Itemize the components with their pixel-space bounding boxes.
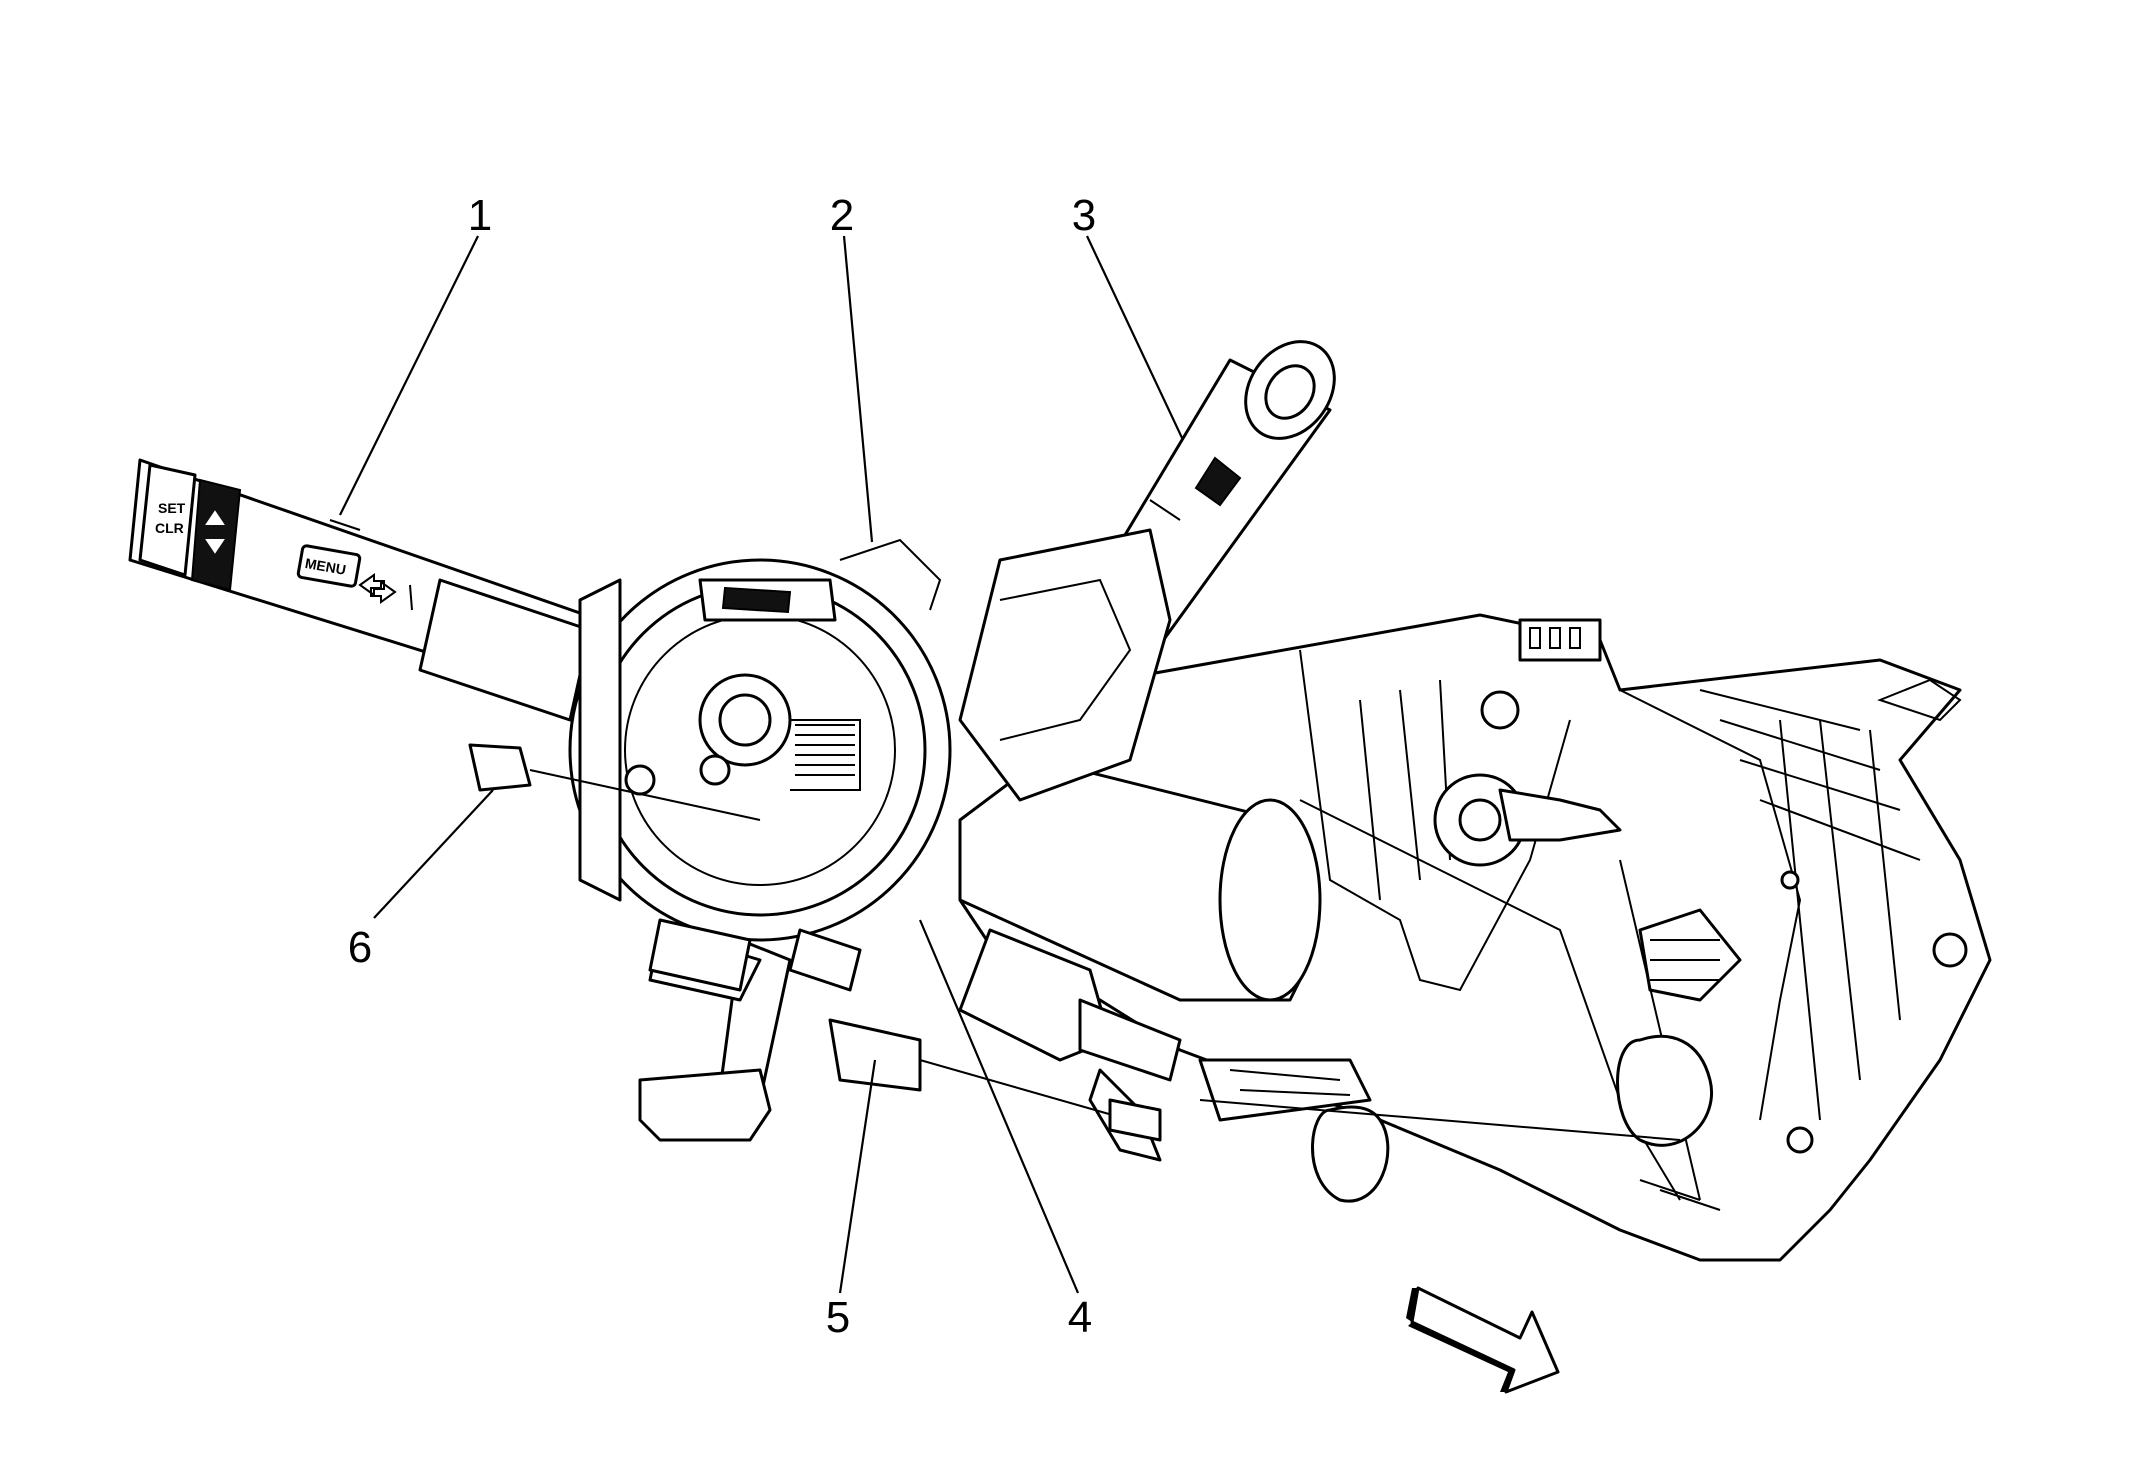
leader-lines (339, 235, 1184, 1294)
leader-6 (373, 789, 494, 919)
direction-arrow-icon (1406, 1286, 1560, 1394)
leader-3 (1086, 235, 1184, 441)
callout-1: 1 (468, 191, 492, 240)
left-right-arrow-icon (358, 573, 397, 604)
leader-5 (838, 1059, 877, 1294)
leader-2 (842, 235, 874, 543)
callout-3: 3 (1072, 191, 1096, 240)
callout-labels: 1 2 3 4 5 6 (348, 191, 1096, 1342)
column-jacket (958, 758, 1681, 1203)
callout-5: 5 (826, 1293, 850, 1342)
column-mounting-bracket (958, 613, 1992, 1262)
leader-1 (339, 235, 479, 516)
leader-4 (918, 919, 1080, 1294)
up-down-arrow-icon (205, 510, 225, 554)
clockspring-housing (568, 528, 1172, 992)
set-label: SET (158, 500, 186, 516)
menu-label: MENU (304, 555, 347, 578)
harness-connector (468, 743, 761, 821)
clr-label: CLR (155, 520, 184, 536)
callout-2: 2 (830, 191, 854, 240)
callout-6: 6 (348, 923, 372, 972)
multifunction-switch-lever: SET CLR MENU (128, 458, 602, 722)
callout-4: 4 (1068, 1293, 1092, 1342)
